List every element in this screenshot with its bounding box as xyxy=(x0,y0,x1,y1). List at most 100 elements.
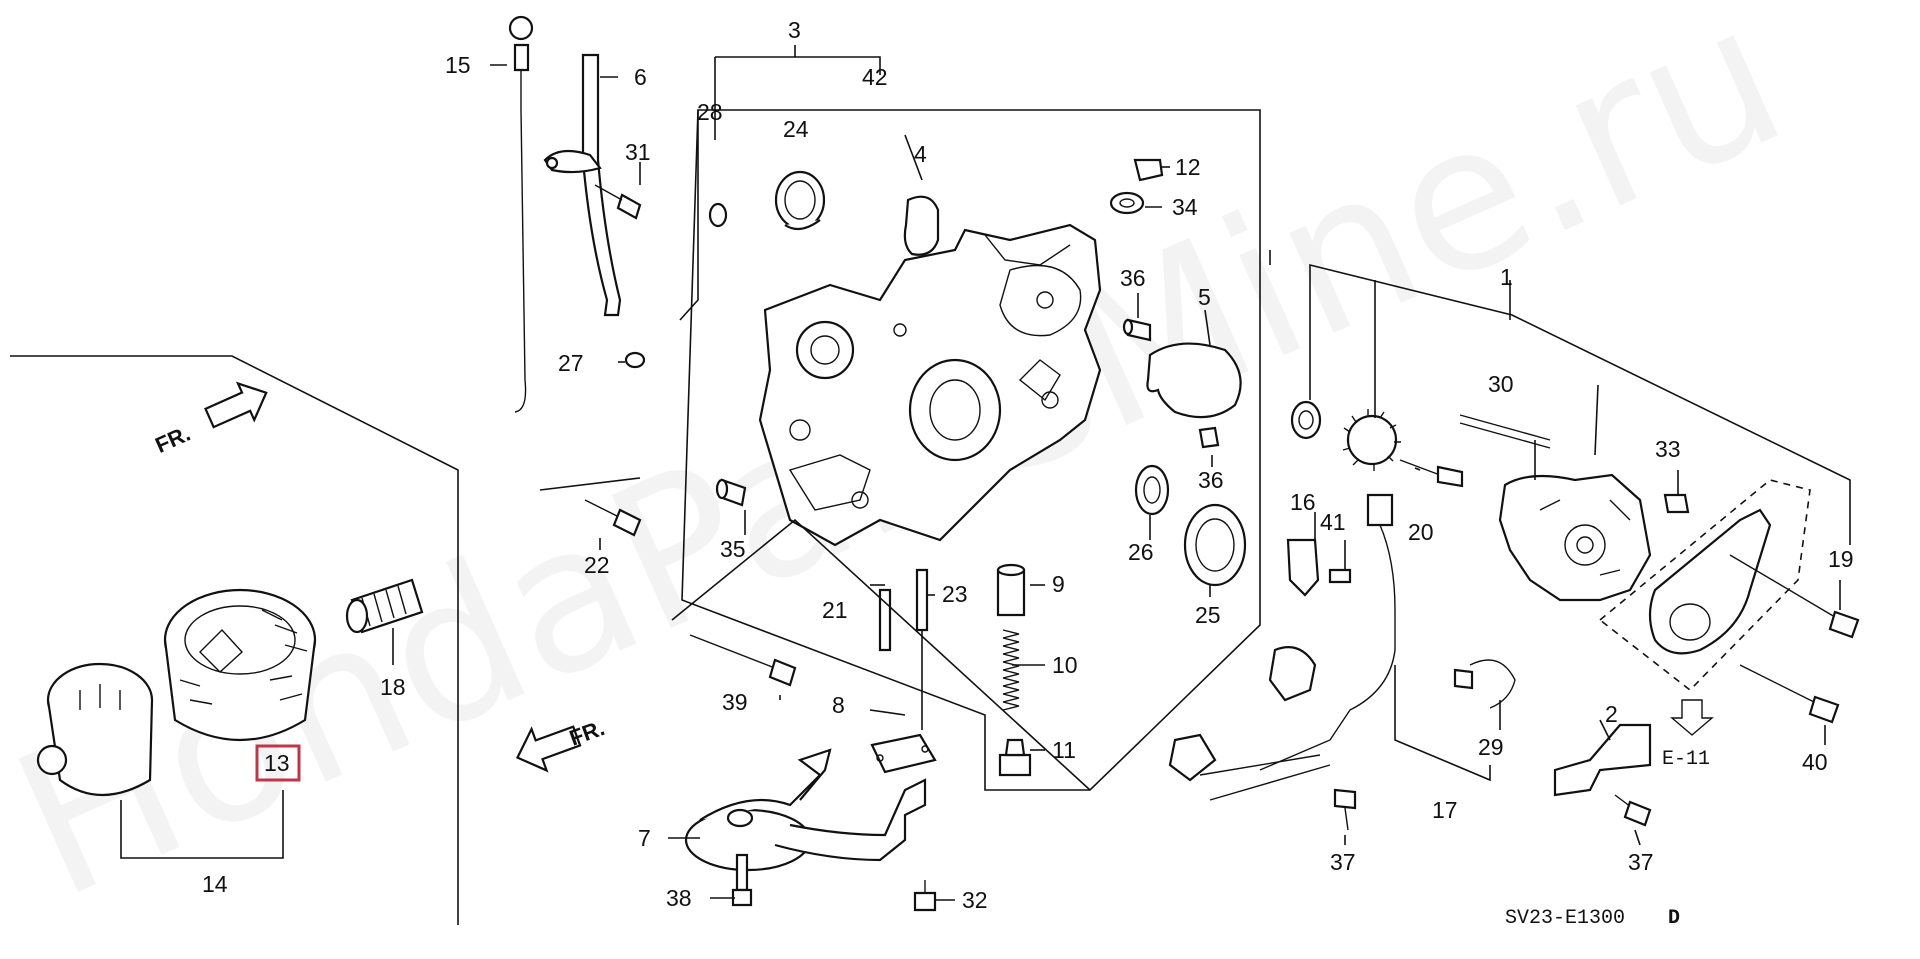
callout-35[interactable]: 35 xyxy=(720,536,746,562)
dowel-pin-35[interactable] xyxy=(715,478,747,507)
clip-29[interactable] xyxy=(1453,659,1516,709)
sealing-bolt-11[interactable] xyxy=(998,738,1032,777)
callout-10[interactable]: 10 xyxy=(1052,652,1078,678)
bolt-37-right[interactable] xyxy=(1614,794,1652,827)
svg-text:23: 23 xyxy=(942,581,968,607)
sensor-bracket-16[interactable] xyxy=(1286,538,1320,597)
bolt-31[interactable] xyxy=(594,184,642,220)
svg-text:26: 26 xyxy=(1128,539,1154,565)
callout-33[interactable]: 33 xyxy=(1655,436,1681,462)
callout-26[interactable]: 26 xyxy=(1128,539,1154,565)
callout-13-highlighted[interactable]: 13 xyxy=(255,744,301,782)
svg-text:19: 19 xyxy=(1828,546,1854,572)
callout-32[interactable]: 32 xyxy=(962,887,988,913)
callout-12[interactable]: 12 xyxy=(1175,154,1201,180)
callout-28[interactable]: 28 xyxy=(697,99,723,125)
oil-seal-26[interactable] xyxy=(1134,464,1170,516)
reference-label-e11[interactable]: E-11 xyxy=(1662,748,1710,771)
callout-18[interactable]: 18 xyxy=(380,674,406,700)
callout-6[interactable]: 6 xyxy=(634,64,647,90)
o-ring-27[interactable] xyxy=(624,351,646,369)
callout-3[interactable]: 3 xyxy=(788,17,801,43)
callout-27[interactable]: 27 xyxy=(558,350,584,376)
callout-30[interactable]: 30 xyxy=(1488,371,1514,397)
oil-seal-24[interactable] xyxy=(774,170,826,231)
svg-text:5: 5 xyxy=(1198,284,1211,310)
svg-text:4: 4 xyxy=(914,141,927,167)
callout-36-upper[interactable]: 36 xyxy=(1120,265,1146,291)
oil-seal-25[interactable] xyxy=(1183,503,1247,587)
svg-text:40: 40 xyxy=(1802,749,1828,775)
callout-4[interactable]: 4 xyxy=(914,141,927,167)
dipstick-tube-6[interactable] xyxy=(543,53,622,317)
callout-24[interactable]: 24 xyxy=(783,116,809,142)
bolt-40[interactable] xyxy=(1739,664,1840,724)
callout-14[interactable]: 14 xyxy=(202,871,228,897)
callout-9[interactable]: 9 xyxy=(1052,571,1065,597)
callout-5[interactable]: 5 xyxy=(1198,284,1211,310)
callout-15[interactable]: 15 xyxy=(445,52,471,78)
oil-pump-body-42[interactable] xyxy=(758,223,1102,547)
bolt-19[interactable] xyxy=(1729,554,1860,639)
callout-31[interactable]: 31 xyxy=(625,139,651,165)
callout-1[interactable]: 1 xyxy=(1500,264,1513,290)
bolt-33[interactable] xyxy=(1663,493,1690,514)
dowel-pin-36-lower[interactable] xyxy=(1198,426,1220,449)
dipstick-15[interactable] xyxy=(508,15,534,413)
callout-11[interactable]: 11 xyxy=(1052,737,1076,763)
washer-34[interactable] xyxy=(1109,191,1145,215)
bolt-22[interactable] xyxy=(539,477,642,537)
callout-34[interactable]: 34 xyxy=(1172,194,1198,220)
callout-16[interactable]: 16 xyxy=(1290,489,1316,515)
callout-29[interactable]: 29 xyxy=(1478,734,1504,760)
oil-filter-housing-14[interactable] xyxy=(36,662,154,796)
callout-38[interactable]: 38 xyxy=(666,885,692,911)
nut-32[interactable] xyxy=(913,880,937,912)
callout-36-lower[interactable]: 36 xyxy=(1198,467,1224,493)
plug-12[interactable] xyxy=(1133,158,1164,182)
gasket-4[interactable] xyxy=(903,195,940,256)
callout-22[interactable]: 22 xyxy=(584,552,610,578)
drive-gear[interactable] xyxy=(1342,409,1401,471)
balancer-housing[interactable] xyxy=(1498,473,1652,602)
bolt-39[interactable] xyxy=(689,634,797,687)
oil-filter-fitting-18[interactable] xyxy=(345,578,424,634)
bolt-37-left[interactable] xyxy=(1333,788,1357,831)
callout-40[interactable]: 40 xyxy=(1802,749,1828,775)
callout-37-left[interactable]: 37 xyxy=(1330,849,1356,875)
bolt-41[interactable] xyxy=(1328,568,1352,584)
callout-8[interactable]: 8 xyxy=(832,692,845,718)
bolt-30[interactable] xyxy=(1459,414,1551,449)
bolt-38[interactable] xyxy=(731,853,753,907)
oil-strainer-7[interactable] xyxy=(684,748,927,872)
callout-42[interactable]: 42 xyxy=(862,64,888,90)
callout-25[interactable]: 25 xyxy=(1195,602,1221,628)
bracket-assembly[interactable] xyxy=(1648,508,1772,655)
relief-valve-9[interactable] xyxy=(996,563,1026,617)
bracket-2[interactable] xyxy=(1553,723,1652,797)
callout-7[interactable]: 7 xyxy=(638,825,651,851)
callout-21[interactable]: 21 xyxy=(822,597,848,623)
gasket-8[interactable] xyxy=(870,733,937,774)
stud-23[interactable] xyxy=(915,568,929,730)
callout-39[interactable]: 39 xyxy=(722,689,748,715)
dowel-pin-36-upper[interactable] xyxy=(1122,318,1152,342)
sensor-connector[interactable] xyxy=(1366,493,1396,650)
snap-ring[interactable] xyxy=(1290,400,1322,440)
o-ring-28[interactable] xyxy=(708,202,728,228)
oil-filter-13[interactable] xyxy=(163,588,317,741)
callout-41[interactable]: 41 xyxy=(1320,509,1346,535)
bolt-20[interactable] xyxy=(1399,459,1464,488)
gasket-5[interactable] xyxy=(1146,342,1242,419)
spring-10[interactable] xyxy=(1002,629,1020,711)
sensor-harness-17[interactable] xyxy=(1168,646,1396,801)
callout-19[interactable]: 19 xyxy=(1828,546,1854,572)
oil-filter-inset: FR. FR. xyxy=(10,355,608,925)
callout-2[interactable]: 2 xyxy=(1605,701,1618,727)
callout-20[interactable]: 20 xyxy=(1408,519,1434,545)
callout-17[interactable]: 17 xyxy=(1432,797,1458,823)
svg-text:38: 38 xyxy=(666,885,692,911)
callout-37-right[interactable]: 37 xyxy=(1628,849,1654,875)
reference-arrow-e11[interactable] xyxy=(1670,699,1714,736)
callout-23[interactable]: 23 xyxy=(942,581,968,607)
